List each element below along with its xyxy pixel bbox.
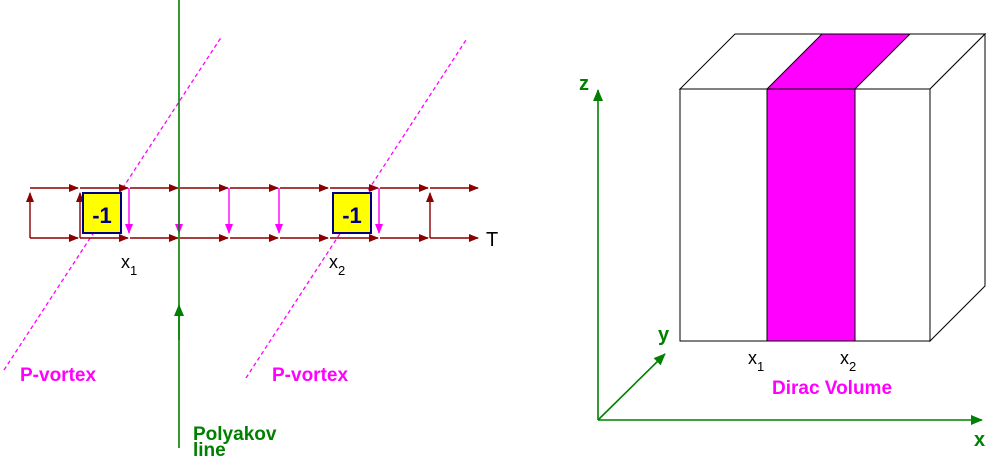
z-axis-label: z <box>579 73 589 95</box>
x2-label-left: x2 <box>329 252 345 278</box>
temporal-label-t: T <box>486 229 498 251</box>
p-vortex-label-1: P-vortex <box>20 365 96 386</box>
svg-text:-1: -1 <box>92 203 112 228</box>
x-axis-label: x <box>974 429 985 451</box>
plaquette-minus-one-1: -1 <box>82 192 122 234</box>
dirac-volume-slab <box>765 33 912 342</box>
lattice-link-vertical-up <box>26 192 434 238</box>
cube-right-face <box>929 32 986 343</box>
plaquette-minus-one-2: -1 <box>332 192 372 234</box>
x2-label-right: x2 <box>840 348 856 374</box>
y-axis <box>597 353 666 421</box>
x1-label-right: x1 <box>748 348 764 374</box>
p-vortex-label-2: P-vortex <box>272 365 348 386</box>
polyakov-label: Polyakov line <box>193 424 282 460</box>
p-vortex-line-2 <box>245 39 467 379</box>
left-panel: -1 -1 T x1 x2 P-vortex P-vortex Polyakov… <box>3 0 498 460</box>
svg-text:-1: -1 <box>342 203 362 228</box>
dirac-volume-label: Dirac Volume <box>772 378 892 399</box>
y-axis-label: y <box>658 324 670 346</box>
right-panel: z x y x1 x2 Dirac Volume <box>579 32 987 451</box>
x1-label-left: x1 <box>121 252 137 278</box>
